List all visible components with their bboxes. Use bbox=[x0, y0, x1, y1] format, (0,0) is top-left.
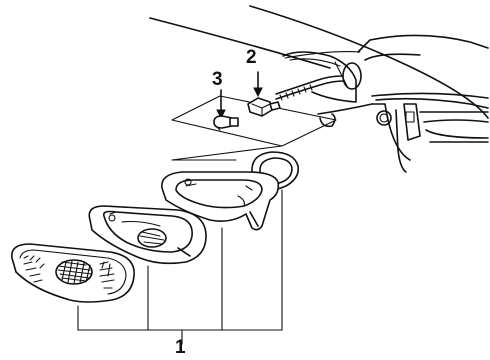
bulb-part bbox=[213, 89, 239, 129]
callout-2-socket: 2 bbox=[246, 47, 257, 68]
lens-housing-frame bbox=[161, 171, 280, 231]
lens-leader-lines bbox=[77, 145, 283, 345]
outer-lens bbox=[11, 243, 135, 303]
callout-3-bulb: 3 bbox=[212, 69, 223, 90]
vehicle-body bbox=[149, 5, 489, 173]
socket-part bbox=[247, 71, 281, 117]
lens-reflector bbox=[88, 205, 207, 265]
callout-1-lens-assembly: 1 bbox=[175, 337, 186, 358]
